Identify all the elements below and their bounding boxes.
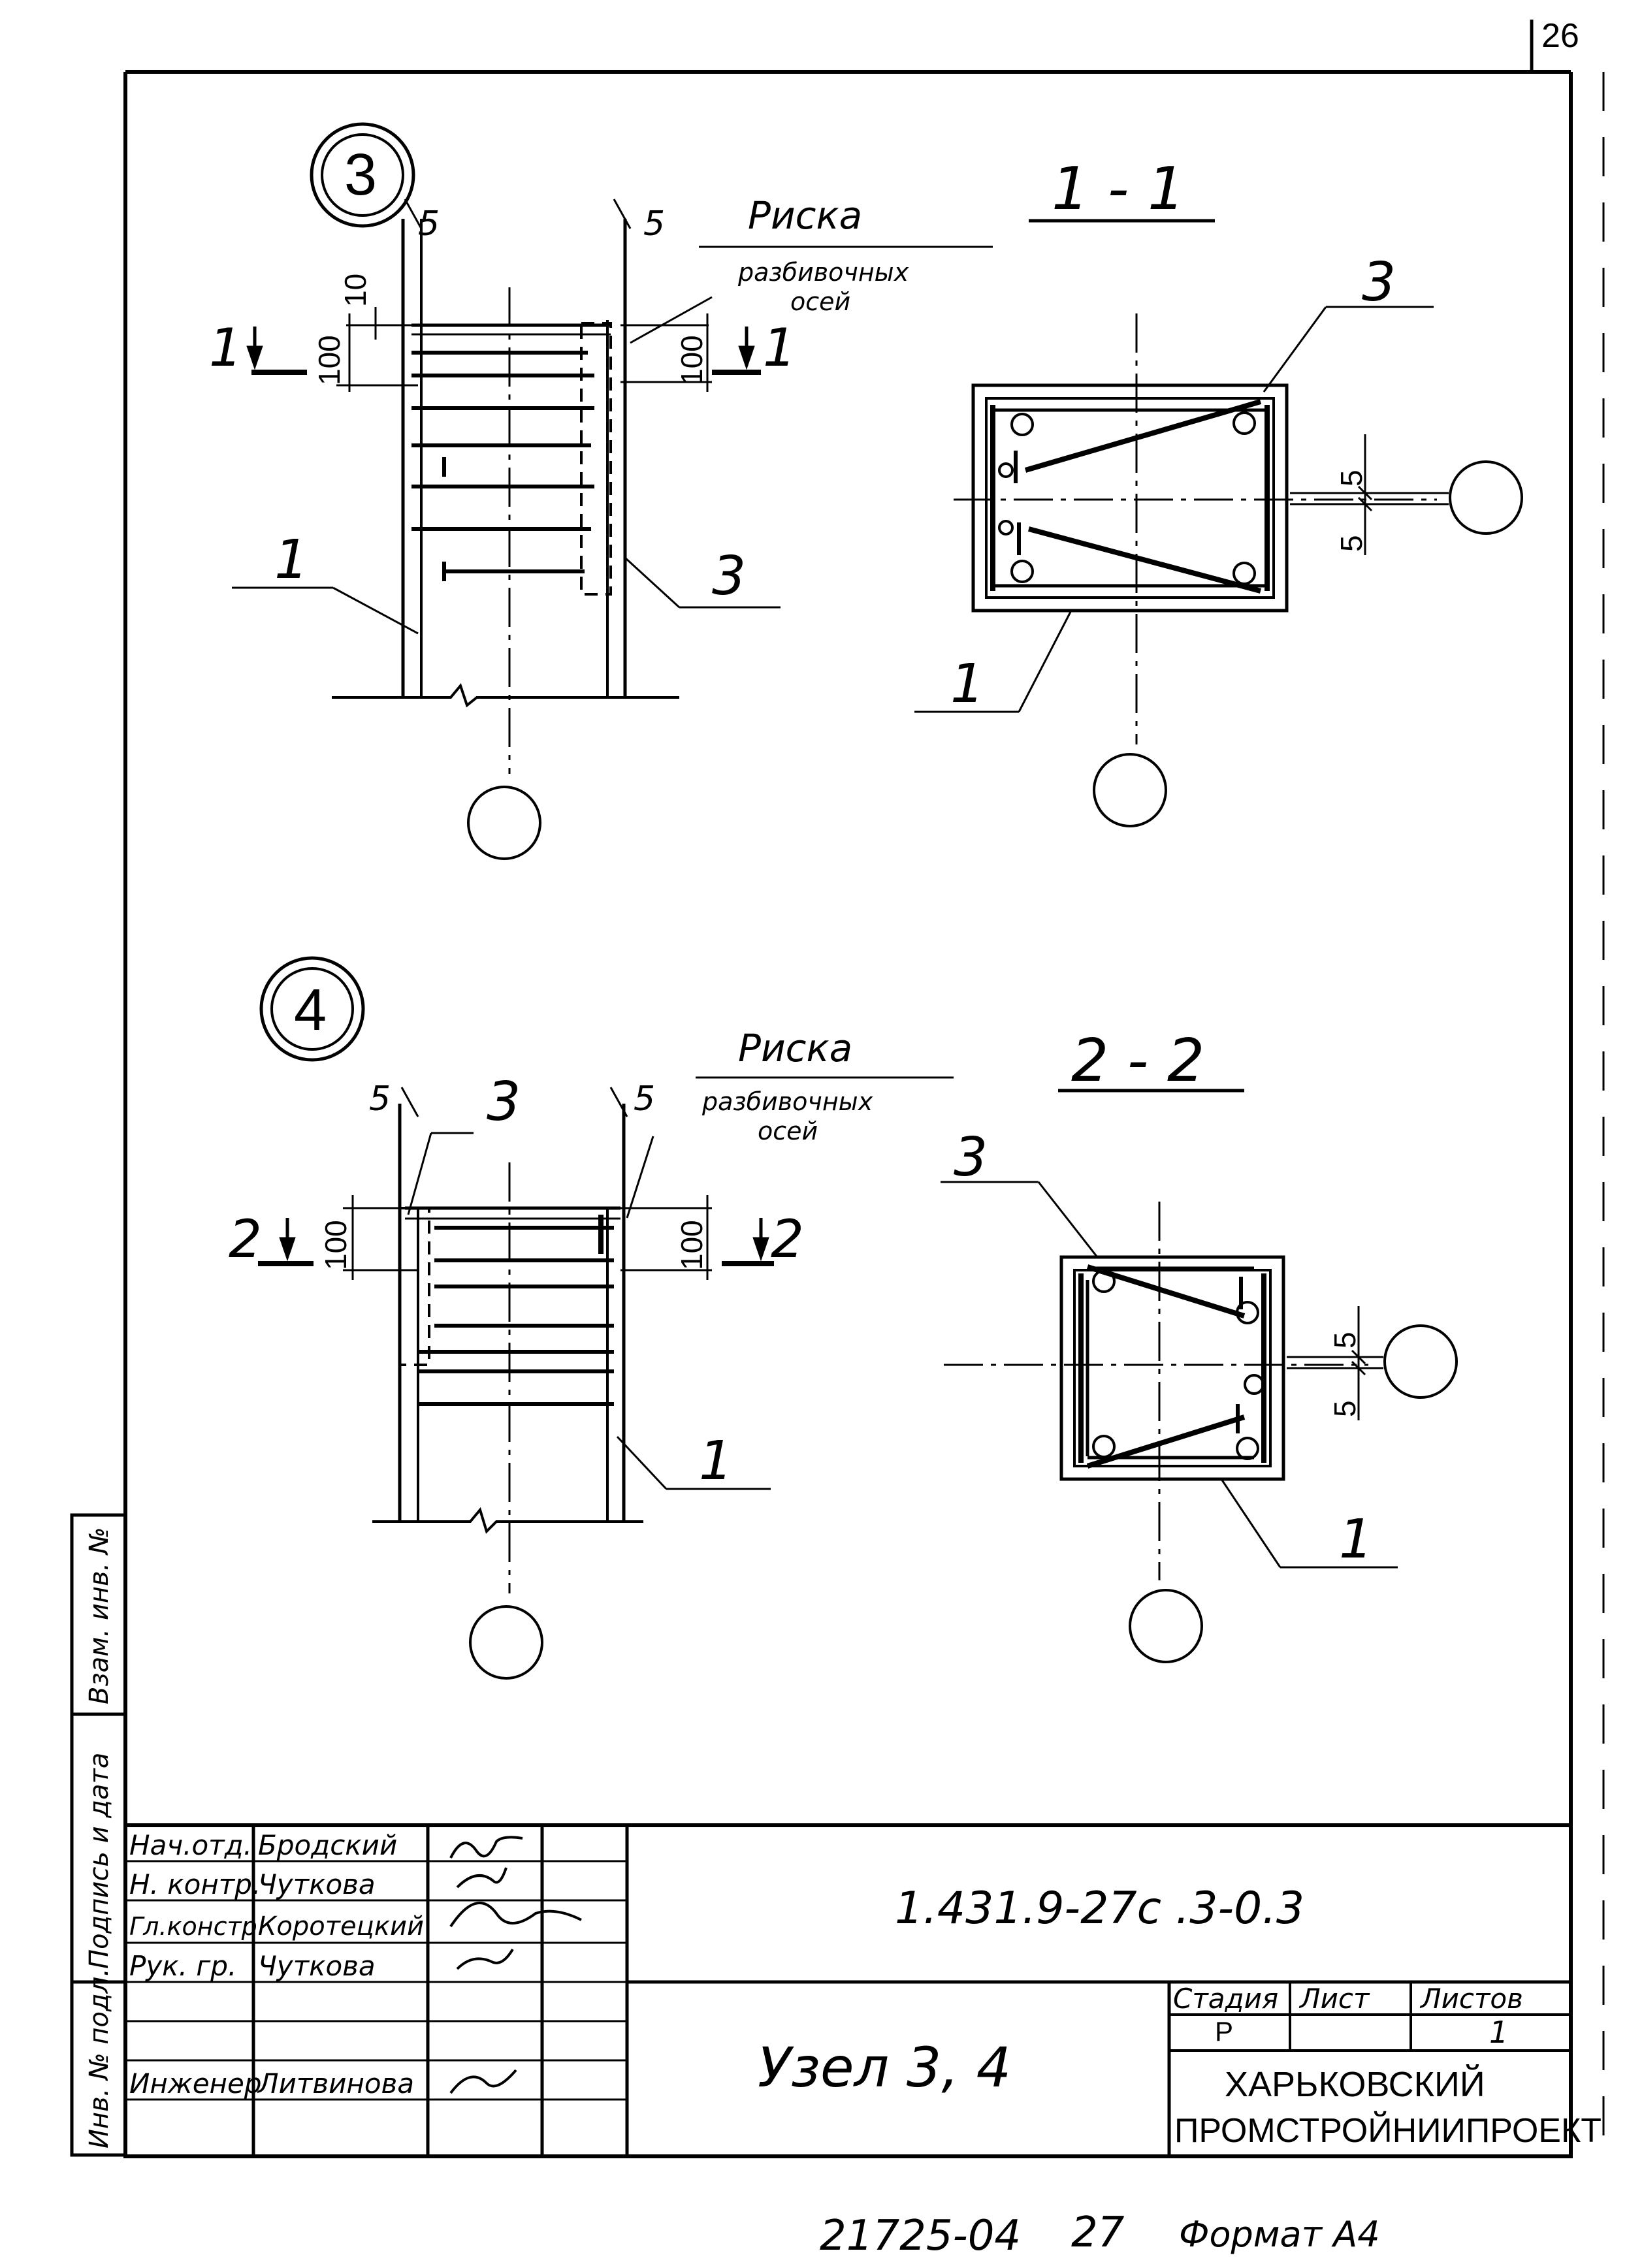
page-number: 26 — [1541, 17, 1579, 55]
node-3-position-1: 1 — [274, 529, 308, 591]
side-stamp-signature-date: Подпись и дата — [84, 1753, 114, 1969]
node-4-note-line1: разбивочных — [701, 1087, 873, 1116]
node-3-elevation — [232, 122, 993, 860]
tb-stage-value: Р — [1215, 2016, 1233, 2047]
section-1-1-dim-5a: 5 — [1334, 470, 1368, 487]
section-2-2-dim-5b: 5 — [1328, 1400, 1362, 1417]
tb-role-6: Инженер — [129, 2068, 262, 2100]
tb-role-0: Нач.отд. — [129, 1829, 252, 1861]
tb-role-2: Гл.констр. — [129, 1912, 265, 1941]
tb-name-0: Бродский — [258, 1829, 397, 1861]
node-4-dim-top-right: 5 — [634, 1079, 655, 1119]
node-3-circle-label: 3 — [344, 142, 377, 208]
node-3-dim-top-right: 5 — [643, 204, 665, 244]
tb-org-line2: ПРОМСТРОЙНИИПРОЕКТ — [1174, 2111, 1602, 2150]
tb-name-2: Коротецкий — [258, 1911, 424, 1941]
section-1-1-position-1: 1 — [950, 653, 984, 715]
node-3-section-mark-right: 1 — [763, 317, 796, 378]
node-4-section-mark-left: 2 — [229, 1209, 262, 1270]
node-4-position-1: 1 — [699, 1430, 733, 1492]
section-1-1-dim-5b: 5 — [1334, 535, 1368, 552]
section-2-2-position-1: 1 — [1339, 1509, 1373, 1571]
node-4-note-title: Риска — [738, 1026, 852, 1070]
node-3-dim-100-right: 100 — [675, 335, 709, 385]
tb-stage-header: Стадия — [1173, 1983, 1278, 2015]
node-4-circle-label: 4 — [294, 978, 327, 1043]
side-stamp-replacement: Взам. инв. № — [84, 1527, 114, 1704]
node-3-position-3: 3 — [712, 545, 746, 607]
tb-sheets-header: Листов — [1419, 1983, 1523, 2015]
node-4-dim-100-left: 100 — [319, 1220, 353, 1270]
tb-name-6: Литвинова — [257, 2068, 414, 2100]
node-3-note-line1: разбивочных — [737, 258, 909, 287]
node-3-dim-top-left: 5 — [418, 204, 440, 244]
bottom-code: 21725-04 — [820, 2212, 1021, 2260]
format-label: Формат А4 — [1179, 2214, 1380, 2255]
node-4-position-3-top: 3 — [487, 1071, 521, 1133]
tb-name-3: Чуткова — [258, 1950, 376, 1982]
section-1-1 — [914, 219, 1523, 827]
node-3-dim-100-left: 100 — [312, 335, 346, 385]
bottom-number: 27 — [1071, 2209, 1125, 2257]
section-2-2-position-3: 3 — [954, 1126, 988, 1189]
node-3-section-mark-left: 1 — [209, 317, 242, 378]
tb-doc-code: 1.431.9-27с .3-0.3 — [895, 1883, 1304, 1934]
tb-role-3: Рук. гр. — [129, 1950, 236, 1982]
node-3-marker-outer — [310, 122, 415, 228]
tb-sheets-value: 1 — [1489, 2015, 1508, 2050]
tb-org-line1: ХАРЬКОВСКИЙ — [1225, 2064, 1485, 2104]
node-3-note-title: Риска — [748, 193, 862, 238]
section-2-2 — [941, 1089, 1458, 1663]
node-3-dim-10: 10 — [338, 274, 372, 307]
node-4-dim-100-right: 100 — [675, 1220, 709, 1270]
title-block — [123, 1823, 1573, 2158]
section-1-1-position-3: 3 — [1362, 251, 1396, 313]
node-4-dim-top-left: 5 — [369, 1079, 391, 1119]
section-2-2-dim-5a: 5 — [1328, 1332, 1362, 1349]
section-1-1-title: 1 - 1 — [1052, 155, 1185, 223]
tb-sheet-header: Лист — [1298, 1983, 1370, 2015]
node-3-note-line2: осей — [790, 287, 850, 316]
tb-drawing-title: Узел 3, 4 — [758, 2036, 1011, 2100]
tb-name-1: Чуткова — [258, 1868, 376, 1900]
node-4-elevation — [258, 956, 954, 1680]
node-3-marker-inner — [321, 133, 404, 217]
node-4-section-mark-right: 2 — [771, 1209, 804, 1270]
node-4-note-line2: осей — [758, 1117, 818, 1145]
side-stamp-original-inventory: Инв. № подл. — [84, 1968, 114, 2148]
signatures — [449, 1836, 582, 2094]
tb-role-1: Н. контр. — [129, 1868, 261, 1900]
section-2-2-title: 2 - 2 — [1071, 1027, 1204, 1095]
